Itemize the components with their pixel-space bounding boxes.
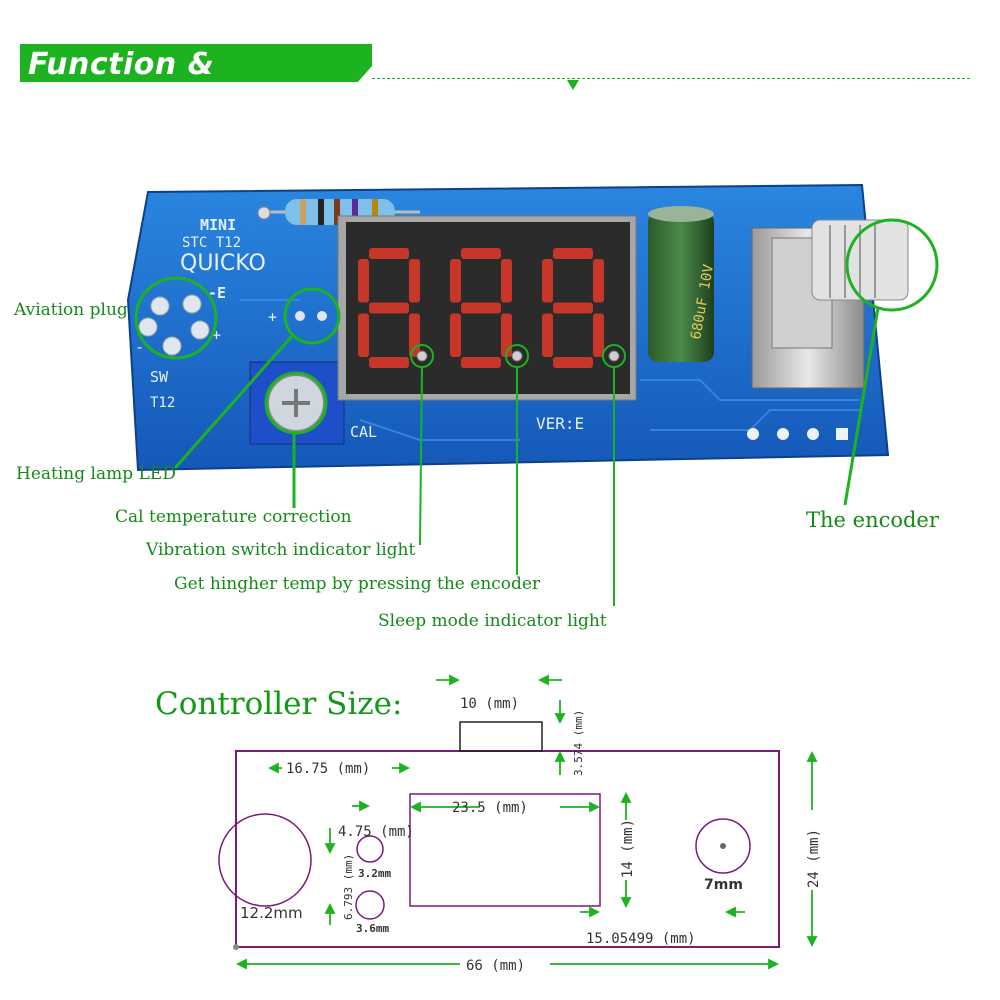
callout-heating-lamp: Heating lamp LED	[16, 464, 176, 484]
silk-ver: VER:E	[536, 414, 584, 433]
header-arrow-icon	[567, 80, 579, 90]
silk-cal: CAL	[350, 423, 377, 441]
seven-segment-display	[337, 215, 637, 401]
cal-potentiometer	[249, 361, 345, 445]
digit-2-segment-7	[501, 313, 512, 357]
digit-1-segment-5	[409, 259, 420, 303]
encoder-pads	[747, 428, 848, 440]
digit-2-segment-6	[450, 313, 461, 357]
digit-1-segment-4	[358, 259, 369, 303]
dim-big-circle: 12.2mm	[240, 904, 303, 922]
encoder-hole	[695, 818, 751, 874]
digit-2-segment-2	[461, 302, 501, 314]
silk-brand: QUICKO	[180, 251, 266, 276]
display-outline	[409, 793, 601, 907]
callout-cal-temp: Cal temperature correction	[115, 507, 352, 527]
rotary-encoder	[751, 219, 909, 389]
callout-circle-cal	[264, 371, 328, 435]
dim-encoder-offset: 15.05499 (mm)	[586, 931, 696, 947]
callout-higher-temp: Get hingher temp by pressing the encoder	[174, 574, 541, 594]
digit-3-segment-2	[553, 302, 593, 314]
dim-top-height: 3.574 (mm)	[572, 710, 585, 776]
digit-3-segment-3	[553, 357, 593, 368]
dim-top-width: 10 (mm)	[460, 696, 519, 712]
callout-aviation-plug: Aviation plug	[14, 300, 128, 320]
big-circle	[218, 813, 312, 907]
dim-holes-x: 4.75 (mm)	[338, 824, 414, 840]
digit-3-segment-5	[593, 259, 604, 303]
hole-small-label: 3.2mm	[358, 867, 391, 880]
callout-line-led	[173, 335, 294, 469]
callout-vibration: Vibration switch indicator light	[146, 540, 416, 560]
header-banner: Function & Structure	[20, 44, 372, 82]
callout-circle-led	[283, 287, 341, 345]
callout-line-vibration	[419, 366, 423, 546]
size-title: Controller Size:	[155, 686, 403, 722]
dim-left-offset: 16.75 (mm)	[286, 761, 370, 777]
dim-holes-spacing: 6.793 (mm)	[342, 854, 355, 920]
silk-sw: SW	[150, 368, 169, 386]
digit-1-segment-1	[369, 248, 409, 259]
dim-total-width: 66 (mm)	[466, 958, 525, 974]
board-photo: MINI STC T12 QUICKO -E - + + SW T12 CAL …	[126, 183, 939, 606]
top-tab	[459, 721, 543, 752]
aviation-plug-pads	[138, 294, 210, 356]
hole-small	[356, 835, 384, 863]
capacitor: 680uF 10V	[648, 206, 717, 362]
dim-encoder-hole: 7mm	[704, 877, 743, 893]
dim-display-height: 14 (mm)	[620, 819, 636, 878]
hole-large-label: 3.6mm	[356, 922, 389, 935]
dim-display-width: 23.5 (mm)	[452, 800, 528, 816]
digit-2-segment-3	[461, 357, 501, 368]
header-divider	[372, 78, 970, 79]
callout-sleep-mode: Sleep mode indicator light	[378, 611, 607, 631]
dimension-drawing: 10 (mm) 3.574 (mm) 16.75 (mm) 23.5 (mm) …	[218, 674, 822, 974]
dim-total-height: 24 (mm)	[806, 829, 822, 888]
silk-plus-led: +	[268, 308, 277, 326]
digit-3-segment-6	[542, 313, 553, 357]
digit-2-segment-1	[461, 248, 501, 259]
digit-3-segment-4	[542, 259, 553, 303]
digit-1-segment-3	[369, 357, 409, 368]
digit-3-segment-1	[553, 248, 593, 259]
digit-1-segment-7	[409, 313, 420, 357]
digit-2-segment-4	[450, 259, 461, 303]
digit-1-segment-2	[369, 302, 409, 314]
hole-large	[355, 890, 385, 920]
silk-stc: STC T12	[182, 235, 241, 251]
silk-mini: MINI	[200, 216, 236, 234]
pcb-traces	[240, 299, 860, 441]
silk-e: -E	[208, 284, 226, 302]
board-outline	[235, 750, 780, 948]
callout-line-encoder	[843, 307, 880, 506]
silk-minus: -	[135, 338, 144, 356]
header-title: Function & Structure	[28, 47, 215, 117]
silk-t12: T12	[150, 395, 175, 411]
callout-encoder: The encoder	[806, 508, 939, 532]
digit-1-segment-6	[358, 313, 369, 357]
callout-circle-encoder	[845, 218, 939, 312]
callout-circle-aviation	[134, 276, 218, 360]
silk-plus: +	[212, 326, 221, 344]
digit-2-segment-5	[501, 259, 512, 303]
digit-3-segment-7	[593, 313, 604, 357]
led-pads	[295, 311, 327, 321]
